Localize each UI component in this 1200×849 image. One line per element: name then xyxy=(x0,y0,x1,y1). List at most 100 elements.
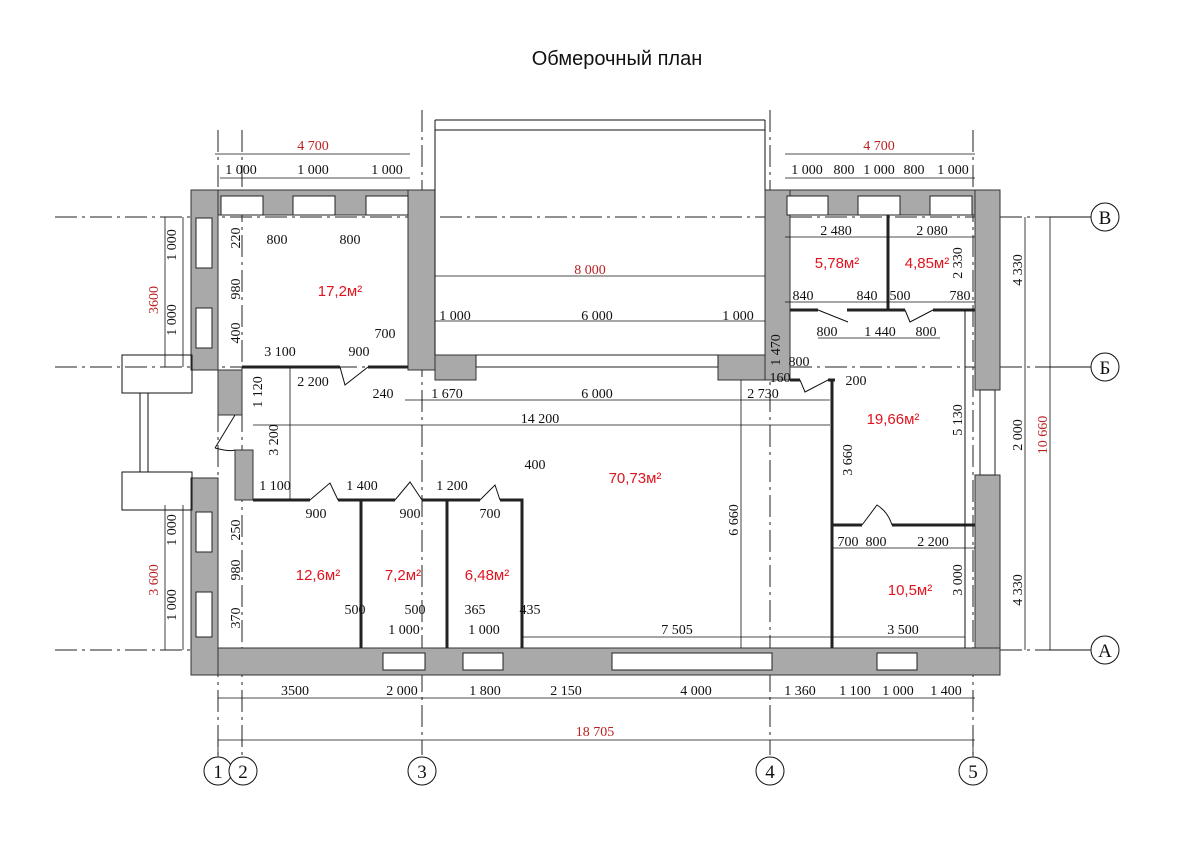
dimension-label: 2 000 xyxy=(1011,419,1026,451)
dimension-label: 4 000 xyxy=(680,684,712,699)
dimension-label: 1 000 xyxy=(937,163,969,178)
dimension-label: 1 800 xyxy=(469,684,501,699)
dimension-label: 6 660 xyxy=(727,504,742,536)
column-axis-marker-circle xyxy=(407,756,437,786)
dimension-label: 1 400 xyxy=(930,684,962,699)
dimension-label: 1 120 xyxy=(251,376,266,408)
dimension-label: 840 xyxy=(793,289,814,304)
dimension-label: 700 xyxy=(838,535,859,550)
dimension-label: 700 xyxy=(375,327,396,342)
dimension-label: 2 080 xyxy=(916,224,948,239)
dimension-label: 1 000 xyxy=(791,163,823,178)
dimension-label: 3 200 xyxy=(267,424,282,456)
dimension-label: 500 xyxy=(405,603,426,618)
dimension-label: 1 000 xyxy=(882,684,914,699)
column-axis-marker-circle xyxy=(755,756,785,786)
dimension-label: 14 200 xyxy=(521,412,560,427)
dimension-label: 1 000 xyxy=(371,163,403,178)
row-axis-marker-circle xyxy=(1090,202,1120,232)
dimension-label: 900 xyxy=(306,507,327,522)
walls xyxy=(190,189,1001,676)
dimension-label: 1 000 xyxy=(165,229,180,261)
dimension-label: 1 000 xyxy=(722,309,754,324)
dimension-label: 2 200 xyxy=(297,375,329,390)
dimension-label: 1 000 xyxy=(468,623,500,638)
column-axis-marker-circle xyxy=(958,756,988,786)
dimension-label: 700 xyxy=(480,507,501,522)
dimension-label: 3 100 xyxy=(264,345,296,360)
dimension-label: 1 000 xyxy=(225,163,257,178)
dimension-label: 240 xyxy=(373,387,394,402)
dimension-label: 2 000 xyxy=(386,684,418,699)
row-axis-marker: А xyxy=(1098,641,1112,662)
dimension-label: 400 xyxy=(525,458,546,473)
dimension-label: 1 000 xyxy=(863,163,895,178)
entrance-door-icon xyxy=(214,414,236,452)
plan-title: Обмерочный план xyxy=(532,48,703,70)
dimension-label: 4 330 xyxy=(1011,574,1026,606)
dimension-label: 5 130 xyxy=(951,404,966,436)
overall-dimension-label: 3600 xyxy=(147,286,162,314)
dimension-label: 1 470 xyxy=(769,334,784,366)
column-axis-marker-circle xyxy=(228,756,258,786)
dimension-label: 1 100 xyxy=(839,684,871,699)
row-axis-marker-circle xyxy=(1090,352,1120,382)
room-area-label: 7,2м² xyxy=(385,567,421,584)
room-area-label: 10,5м² xyxy=(888,582,933,599)
dimension-label: 500 xyxy=(345,603,366,618)
dimension-label: 2 150 xyxy=(550,684,582,699)
dimension-label: 900 xyxy=(349,345,370,360)
column-axis-marker: 3 xyxy=(417,762,427,783)
loggia xyxy=(434,119,766,355)
row-axis-marker-circle xyxy=(1090,635,1120,665)
room-area-label: 70,73м² xyxy=(609,470,662,487)
room-area-label: 5,78м² xyxy=(815,255,860,272)
dimension-label: 1 200 xyxy=(436,479,468,494)
column-axis-marker: 1 xyxy=(213,762,223,783)
room-area-label: 12,6м² xyxy=(296,567,341,584)
overall-dimension-label: 3 600 xyxy=(147,564,162,596)
dimension-label: 250 xyxy=(229,520,244,541)
dimension-label: 7 505 xyxy=(661,623,693,638)
overall-dimension-label: 4 700 xyxy=(863,139,895,154)
dimension-label: 200 xyxy=(846,374,867,389)
dimension-label: 800 xyxy=(817,325,838,340)
room-area-label: 6,48м² xyxy=(465,567,510,584)
dimension-label: 1 100 xyxy=(259,479,291,494)
overall-dimension-label: 10 660 xyxy=(1036,416,1051,455)
partitions xyxy=(242,215,975,648)
dimension-label: 365 xyxy=(465,603,486,618)
room-area-label: 4,85м² xyxy=(905,255,950,272)
dimension-label: 6 000 xyxy=(581,387,613,402)
dimension-label: 160 xyxy=(770,371,791,386)
dimension-label: 800 xyxy=(267,233,288,248)
dimension-label: 2 480 xyxy=(820,224,852,239)
room-area-label: 17,2м² xyxy=(318,283,363,300)
door-swing-icon xyxy=(479,484,501,501)
overall-dimension-label: 8 000 xyxy=(574,263,606,278)
door-swing-icon xyxy=(309,482,339,501)
dimension-label: 800 xyxy=(866,535,887,550)
dimension-label: 1 440 xyxy=(864,325,896,340)
dimension-label: 800 xyxy=(904,163,925,178)
dimension-label: 3 500 xyxy=(887,623,919,638)
dimension-label: 370 xyxy=(229,608,244,629)
dimension-label: 3 660 xyxy=(841,444,856,476)
dimension-label: 500 xyxy=(890,289,911,304)
dimension-label: 1 670 xyxy=(431,387,463,402)
dimension-label: 1 360 xyxy=(784,684,816,699)
dimension-label: 220 xyxy=(229,228,244,249)
dimension-label: 1 000 xyxy=(439,309,471,324)
row-axis-marker: В xyxy=(1099,208,1112,229)
column-axis-marker: 2 xyxy=(238,762,248,783)
dimension-label: 800 xyxy=(340,233,361,248)
entrance-vestibule xyxy=(121,354,236,511)
door-swing-icon xyxy=(861,504,893,526)
dimension-label: 980 xyxy=(229,560,244,581)
dimension-label: 6 000 xyxy=(581,309,613,324)
dimension-label: 2 330 xyxy=(951,247,966,279)
row-axis-marker: Б xyxy=(1100,358,1111,379)
door-swing-icon xyxy=(339,366,369,386)
